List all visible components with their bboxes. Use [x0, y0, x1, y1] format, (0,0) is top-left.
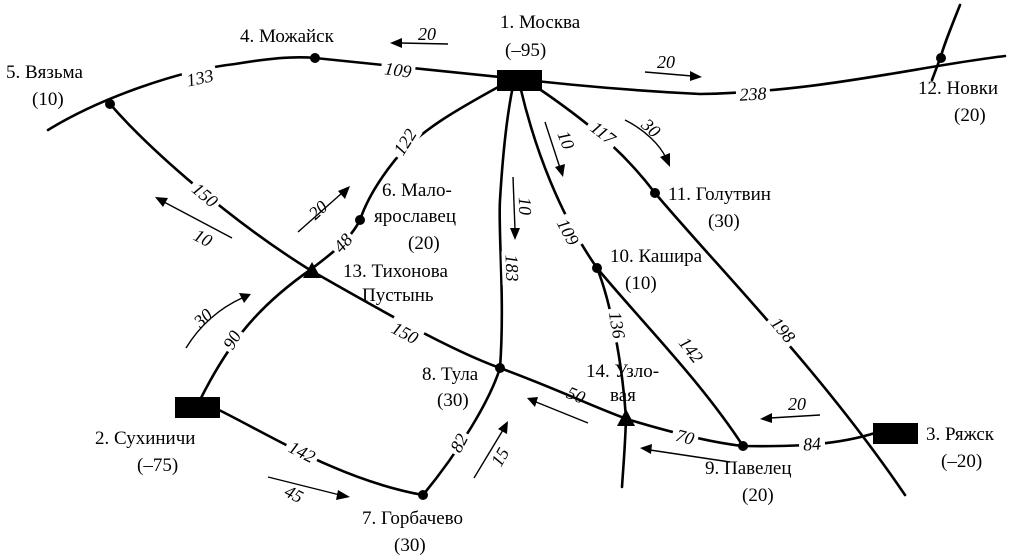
flow-label-sukhinichi-gorbachevo: 45: [281, 481, 306, 507]
flow-label-moskva-novki: 20: [657, 52, 675, 72]
node-marker-ryazhsk: [873, 423, 918, 444]
node-marker-maloyaroslavets: [355, 215, 365, 225]
node-marker-sukhinichi: [175, 397, 220, 418]
node-label-paveletz: 9. Павелец: [705, 458, 792, 479]
node-value-novki: (20): [954, 105, 986, 126]
node-markers: [105, 53, 946, 500]
node-marker-uzlovaya: [617, 409, 635, 426]
flow-arrow-moskva-kashira: [544, 121, 565, 177]
node-value-sukhinichi: (–75): [137, 455, 178, 476]
flow-arrow-gorbachevo-tula: [473, 421, 508, 479]
node-value-kashira: (10): [625, 273, 657, 294]
node-label-ryazhsk: 3. Ряжск: [926, 424, 995, 445]
node-label-uzlovaya-line1: 14. Узло-: [586, 361, 659, 382]
road-kashira-uzlovaya: [595, 266, 628, 489]
distance-uzlovaya-paveletz: 70: [674, 425, 697, 449]
distance-tikhonova-sukhinichi: 90: [219, 327, 245, 353]
node-value-maloyaroslavets: (20): [408, 233, 440, 254]
flow-labels: 20 20 30 20 10 30 45 15 50 10 10 20: [189, 24, 806, 507]
node-marker-vyazma: [105, 99, 115, 109]
node-marker-gorbachevo: [418, 490, 428, 500]
node-label-moskva: 1. Москва: [500, 12, 581, 33]
flow-arrow-paveletz-uzlovaya: [640, 444, 731, 463]
flow-arrow-moskva-novki: [644, 71, 702, 81]
road-moskva-golutvin-ryazhsk: [533, 84, 907, 497]
node-label-novki: 12. Новки: [918, 78, 998, 99]
flow-label-tikhonova-maloyaroslavets: 20: [305, 197, 332, 224]
node-label-golutvin: 11. Голутвин: [668, 184, 771, 205]
node-label-kashira: 10. Кашира: [610, 246, 703, 267]
node-label-gorbachevo: 7. Горбачево: [362, 508, 463, 529]
distance-moskva-tula: 183: [502, 254, 523, 282]
node-label-tikhonova-line1: 13. Тихонова: [343, 261, 448, 282]
flow-label-moskva-tula: 10: [515, 197, 536, 216]
node-marker-kashira: [592, 263, 602, 273]
node-marker-paveletz: [738, 441, 748, 451]
node-label-mozhaisk: 4. Можайск: [240, 26, 335, 47]
flow-arrow-tikhonova-maloyaroslavets: [297, 186, 350, 233]
node-value-moskva: (–95): [505, 40, 546, 61]
flow-arrow-moskva-golutvin: [624, 119, 670, 167]
node-value-ryazhsk: (–20): [941, 451, 982, 472]
node-value-gorbachevo: (30): [394, 535, 426, 556]
distance-paveletz-ryazhsk: 84: [802, 433, 821, 454]
flow-arrow-sukhinichi-gorbachevo: [267, 476, 350, 500]
node-marker-tikhonova: [303, 262, 321, 278]
node-label-maloyaroslavets-line2: ярославец: [374, 206, 456, 227]
node-marker-mozhaisk: [310, 53, 320, 63]
flow-label-moskva-mozhaisk: 20: [418, 24, 436, 44]
flow-arrow-tikhonova-vyazma: [155, 197, 233, 239]
flow-label-moskva-kashira: 10: [553, 128, 578, 152]
flow-label-sukhinichi-tikhonova: 30: [189, 305, 217, 333]
flow-arrows: [155, 38, 821, 500]
flow-label-tikhonova-vyazma: 10: [190, 225, 215, 251]
node-marker-tula: [495, 363, 505, 373]
node-label-maloyaroslavets-line1: 6. Мало-: [382, 180, 452, 201]
node-label-tula: 8. Тула: [422, 364, 479, 385]
distance-vyazma-mozhaisk: 133: [185, 65, 216, 90]
node-value-golutvin: (30): [708, 211, 740, 232]
road-vyazma-mozhaisk-moskva-novki: [46, 54, 1007, 132]
node-labels: 1. Москва (–95) 2. Сухиничи (–75) 3. Ряж…: [6, 12, 998, 556]
flow-arrow-sukhinichi-tikhonova: [185, 293, 251, 349]
road-novki-branch: [930, 3, 962, 82]
node-label-sukhinichi: 2. Сухиничи: [95, 428, 195, 449]
flow-label-ryazhsk-paveletz: 20: [788, 394, 806, 414]
distance-moskva-novki: 238: [739, 83, 767, 104]
distance-labels: 133 109 238 122 117 109 183 150 48 90 15…: [180, 55, 826, 469]
node-marker-novki: [936, 53, 946, 63]
flow-arrow-moskva-tula: [510, 176, 520, 240]
node-value-vyazma: (10): [32, 89, 64, 110]
flow-arrow-uzlovaya-tula: [527, 397, 589, 424]
node-value-tula: (30): [437, 390, 469, 411]
node-label-uzlovaya-line2: вая: [610, 385, 636, 406]
flow-arrow-ryazhsk-paveletz: [760, 413, 821, 423]
node-marker-moskva: [497, 70, 542, 91]
flow-label-gorbachevo-tula: 15: [487, 444, 513, 470]
node-label-tikhonova-line2: Пустынь: [362, 285, 434, 306]
distance-kashira-uzlovaya: 136: [605, 310, 629, 340]
node-value-paveletz: (20): [742, 485, 774, 506]
road-gorbachevo-tula-moskva: [421, 84, 515, 497]
node-marker-golutvin: [650, 188, 660, 198]
node-label-vyazma: 5. Вязьма: [6, 62, 83, 83]
road-vyazma-tula-ryazhsk: [108, 102, 877, 448]
flow-label-moskva-golutvin: 30: [637, 114, 665, 142]
flow-label-uzlovaya-tula: 50: [564, 382, 588, 407]
distance-mozhaisk-moskva: 109: [383, 58, 413, 82]
flow-arrow-moskva-mozhaisk: [390, 38, 449, 48]
